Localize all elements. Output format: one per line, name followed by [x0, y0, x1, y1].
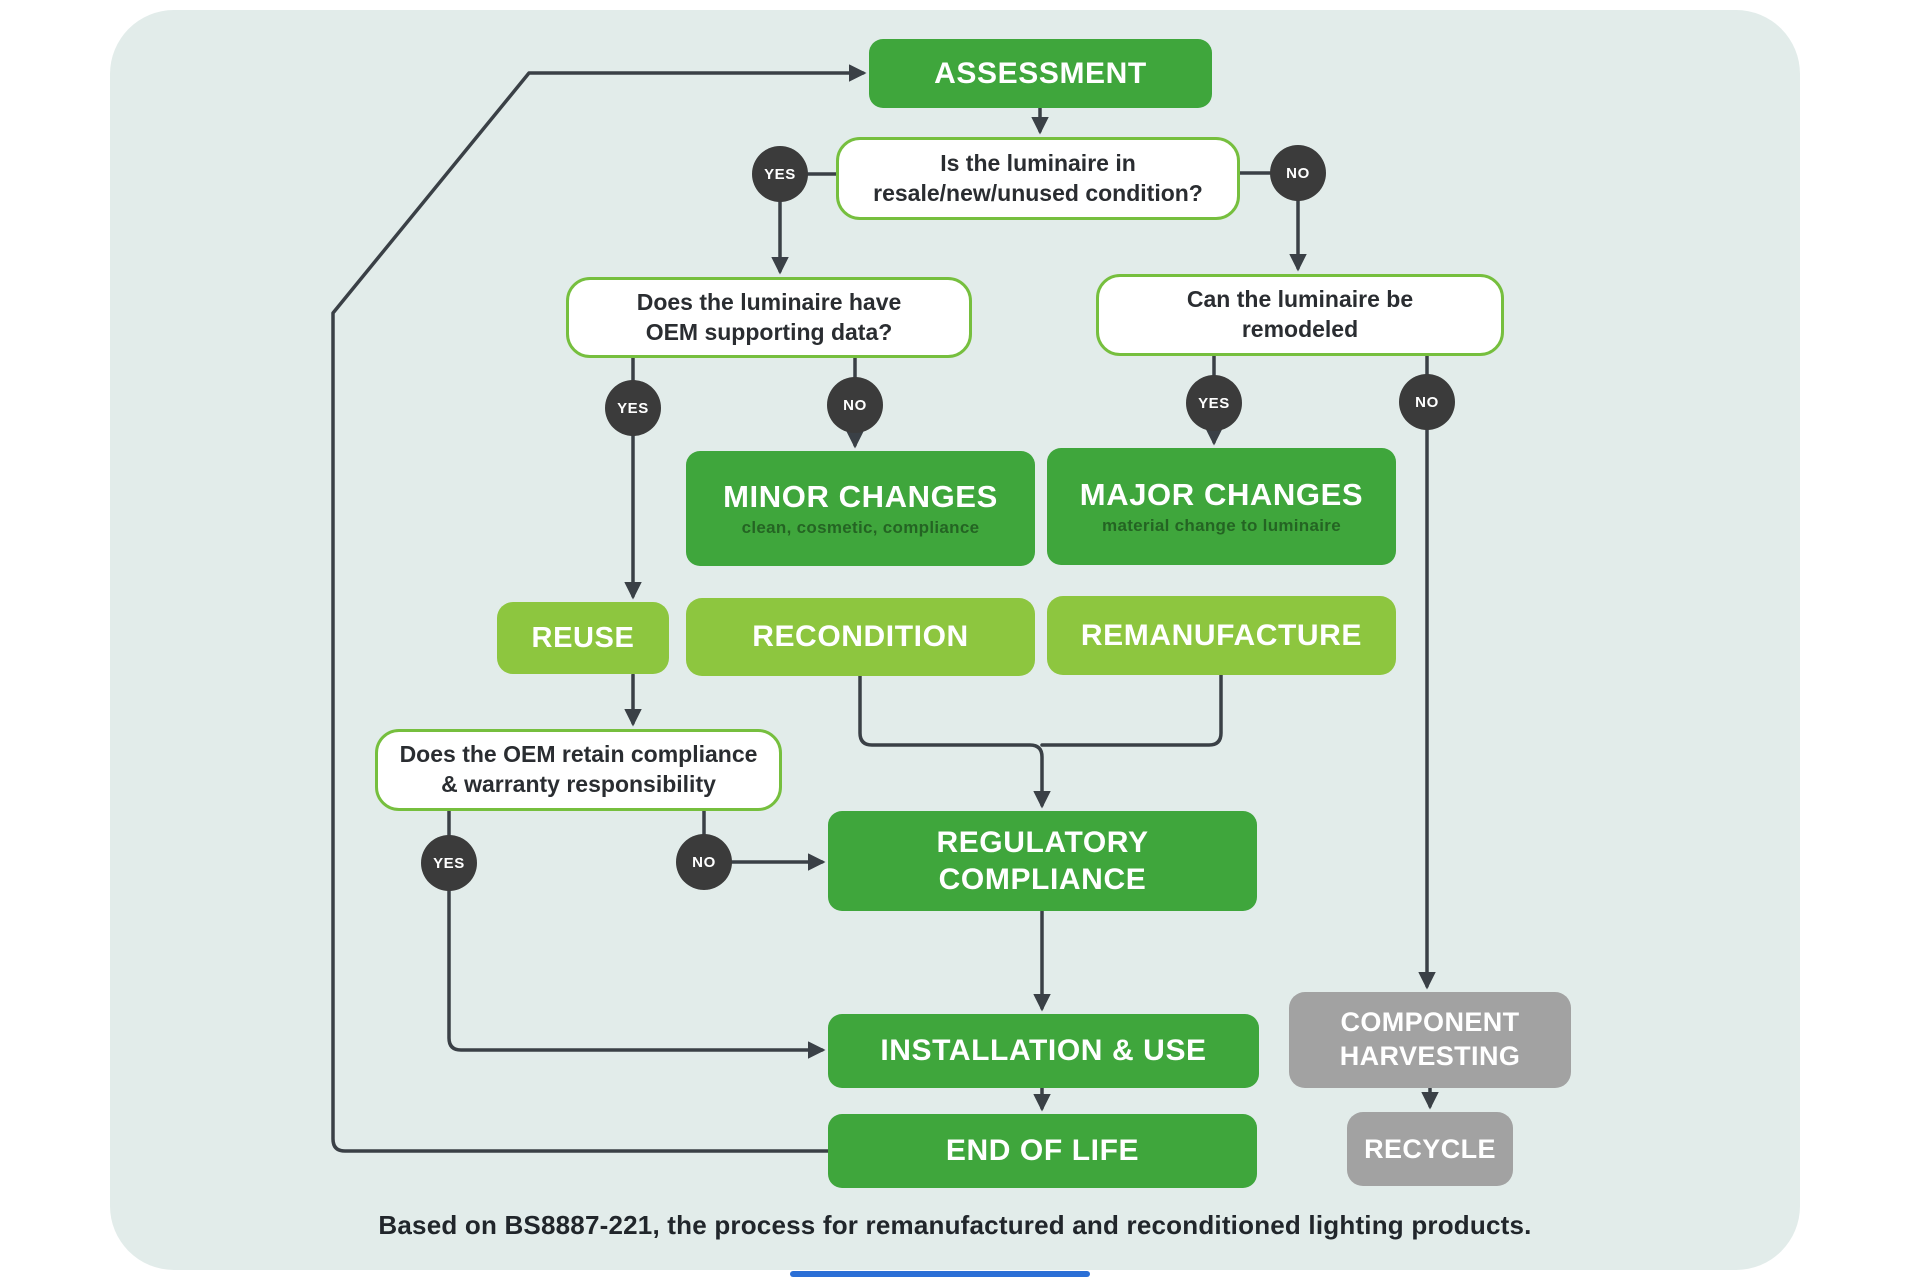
decision-remodel-text: Can the luminaire be remodeled [1187, 285, 1413, 345]
decision-remodel-line2: remodeled [1241, 316, 1359, 342]
regulatory-compliance-label: REGULATORY COMPLIANCE [936, 825, 1149, 897]
decision-oem-data-line1: Does the luminaire have [636, 288, 902, 315]
end-of-life-label: END OF LIFE [945, 1134, 1140, 1167]
decision-oem-data-text: Does the luminaire have OEM supporting d… [637, 288, 902, 348]
no-label: NO [1286, 164, 1310, 182]
decision-oem-warranty-line1: Does the OEM retain compliance [399, 741, 758, 768]
decision-remodel: Can the luminaire be remodeled [1096, 274, 1504, 356]
no-badge-condition: NO [1270, 145, 1326, 201]
no-badge-oem-data: NO [827, 377, 883, 433]
reuse-label: REUSE [531, 621, 635, 654]
recondition-node: RECONDITION [686, 598, 1035, 676]
caption: Based on BS8887-221, the process for rem… [378, 1210, 1532, 1240]
minor-changes-node: MINOR CHANGES clean, cosmetic, complianc… [686, 451, 1035, 566]
no-label: NO [1415, 393, 1439, 411]
installation-use-label: INSTALLATION & USE [880, 1034, 1207, 1067]
installation-use-node: INSTALLATION & USE [828, 1014, 1259, 1088]
yes-badge-oem-data: YES [605, 380, 661, 436]
recycle-label: RECYCLE [1364, 1133, 1496, 1164]
no-badge-oem-warranty: NO [676, 834, 732, 890]
assessment-node: ASSESSMENT [869, 39, 1212, 108]
yes-label: YES [764, 165, 796, 183]
recycle-node: RECYCLE [1347, 1112, 1513, 1186]
decision-oem-data-line2: OEM supporting data? [645, 318, 893, 345]
no-label: NO [692, 853, 716, 871]
remanufacture-label: REMANUFACTURE [1080, 618, 1363, 652]
reuse-node: REUSE [497, 602, 669, 674]
decision-oem-warranty-text: Does the OEM retain compliance & warrant… [400, 740, 758, 800]
yes-badge-oem-warranty: YES [421, 835, 477, 891]
major-changes-subtitle: material change to luminaire [1102, 516, 1341, 535]
bottom-blue-bar [790, 1271, 1090, 1277]
yes-badge-condition: YES [752, 146, 808, 202]
minor-changes-subtitle: clean, cosmetic, compliance [741, 518, 980, 537]
component-harvesting-node: COMPONENT HARVESTING [1289, 992, 1571, 1088]
minor-changes-title: MINOR CHANGES [723, 479, 998, 514]
wire-endoflife-loop-to-assessment [331, 64, 867, 1153]
regulatory-compliance-node: REGULATORY COMPLIANCE [828, 811, 1257, 911]
yes-label: YES [617, 399, 649, 417]
end-of-life-node: END OF LIFE [828, 1114, 1257, 1188]
decision-oem-data: Does the luminaire have OEM supporting d… [566, 277, 972, 358]
yes-label: YES [1198, 394, 1230, 412]
yes-badge-remodel: YES [1186, 375, 1242, 431]
decision-condition-text: Is the luminaire in resale/new/unused co… [873, 149, 1203, 209]
decision-condition: Is the luminaire in resale/new/unused co… [836, 137, 1240, 220]
decision-remodel-line1: Can the luminaire be [1186, 286, 1414, 313]
no-badge-remodel: NO [1399, 374, 1455, 430]
wire-recondition-to-regulatory [858, 674, 1051, 809]
wire-warranty-yes-to-installation [447, 809, 826, 1059]
wire-remanufacture-merge [1040, 673, 1223, 747]
remanufacture-node: REMANUFACTURE [1047, 596, 1396, 675]
component-harvesting-label: COMPONENT HARVESTING [1339, 1007, 1521, 1071]
decision-condition-line2: resale/new/unused condition? [873, 179, 1203, 206]
recondition-label: RECONDITION [752, 620, 969, 653]
decision-oem-warranty: Does the OEM retain compliance & warrant… [375, 729, 782, 811]
major-changes-node: MAJOR CHANGES material change to luminai… [1047, 448, 1396, 565]
assessment-label: ASSESSMENT [934, 56, 1147, 90]
no-label: NO [843, 396, 867, 414]
decision-oem-warranty-line2: & warranty responsibility [441, 771, 716, 797]
decision-condition-line1: Is the luminaire in [940, 149, 1136, 176]
yes-label: YES [433, 854, 465, 872]
major-changes-title: MAJOR CHANGES [1079, 477, 1364, 512]
